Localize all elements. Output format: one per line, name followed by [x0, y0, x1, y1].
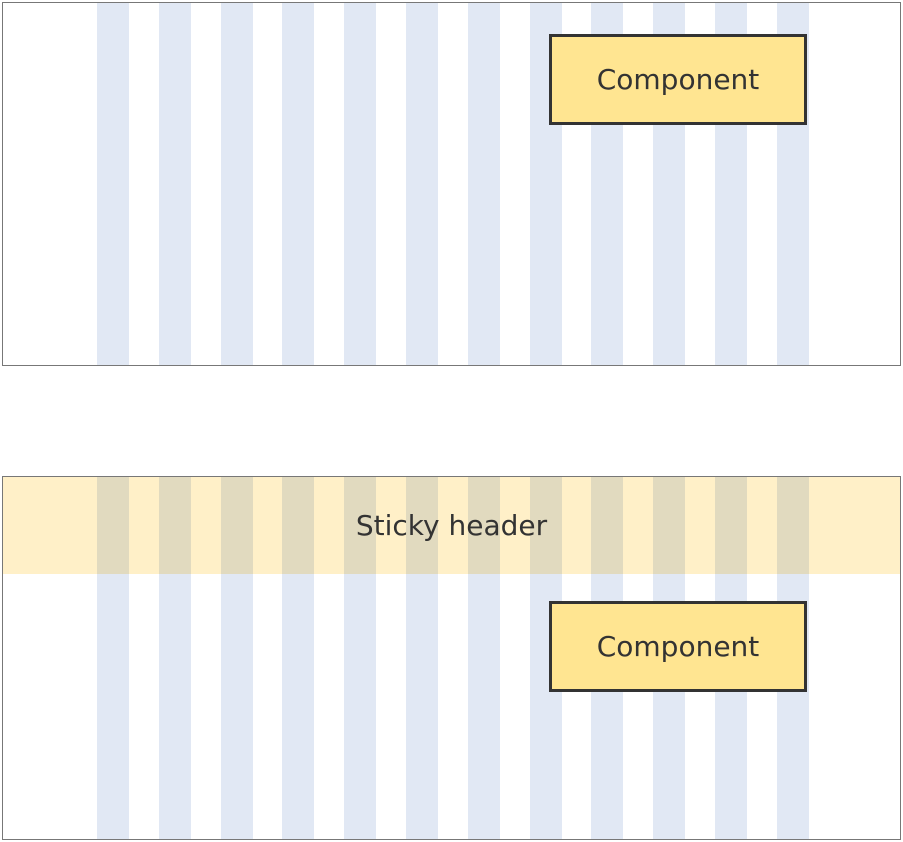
grid-column	[220, 3, 253, 365]
sticky-header	[3, 477, 900, 574]
grid-column	[97, 3, 129, 365]
sticky-header-label: Sticky header	[355, 509, 548, 542]
layout-frame-sticky-header: Sticky header Component	[2, 476, 901, 840]
layout-frame-default: Component	[2, 2, 901, 366]
grid-column	[158, 3, 191, 365]
component-box: Component	[549, 34, 807, 125]
grid-column	[344, 3, 377, 365]
grid-column	[406, 3, 438, 365]
grid-column	[467, 3, 500, 365]
component-box: Component	[549, 601, 807, 692]
component-label: Component	[596, 63, 760, 96]
component-label: Component	[596, 630, 760, 663]
grid-column	[282, 3, 315, 365]
